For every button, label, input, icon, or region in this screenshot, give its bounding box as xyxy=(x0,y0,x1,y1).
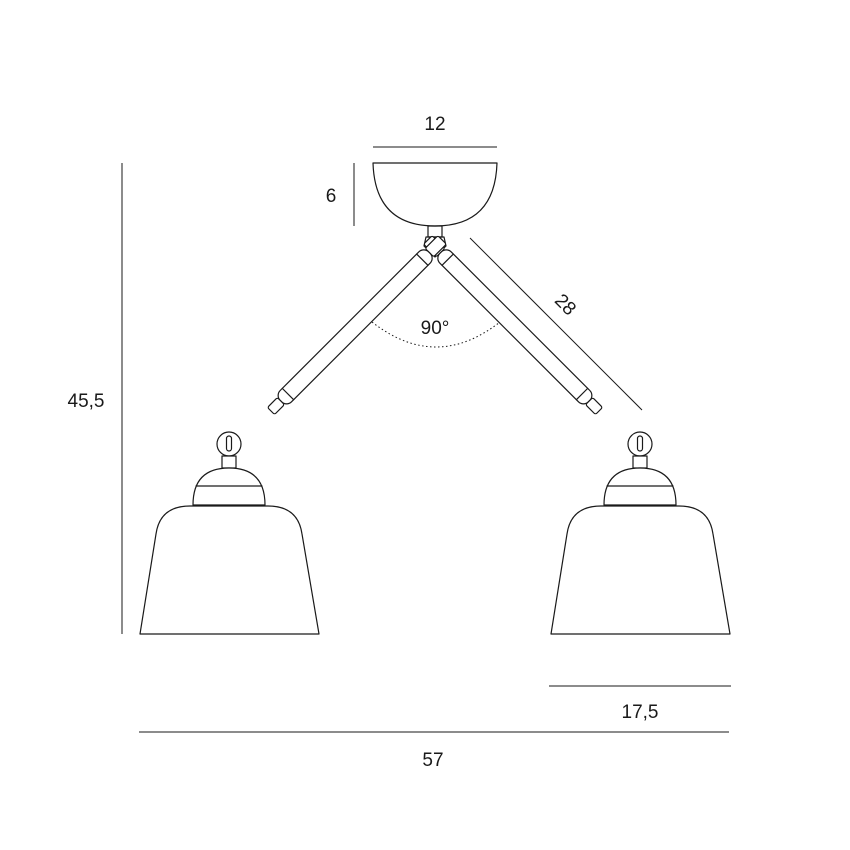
label-arm-length: 28 xyxy=(550,290,580,320)
right-arm xyxy=(267,235,447,415)
label-shade-width: 17,5 xyxy=(622,702,659,723)
left-arm xyxy=(423,235,603,415)
label-arm-angle: 90° xyxy=(421,318,450,339)
right-lamp-head xyxy=(550,431,731,635)
label-total-width: 57 xyxy=(422,750,443,771)
label-total-height: 45,5 xyxy=(68,391,105,412)
label-canopy-width: 12 xyxy=(424,114,445,135)
canopy xyxy=(372,162,498,227)
left-lamp-head xyxy=(139,431,320,635)
dimension-line-arm-length xyxy=(469,237,643,411)
label-canopy-height: 6 xyxy=(326,186,337,207)
